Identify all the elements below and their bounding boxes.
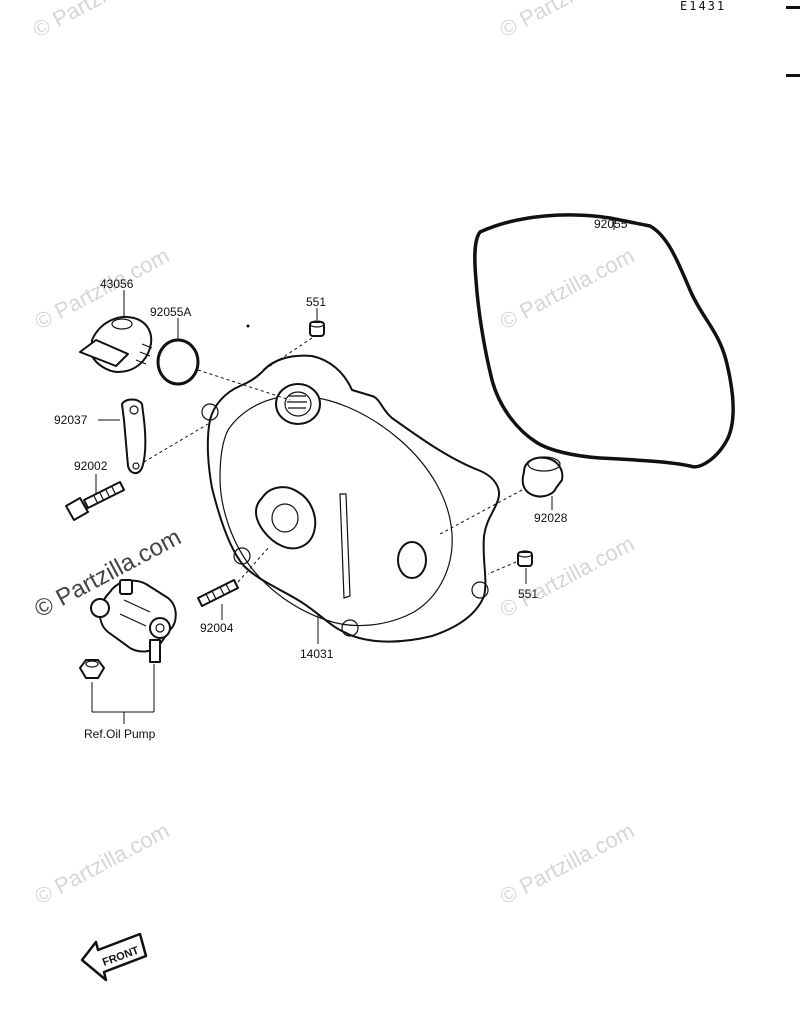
edge-mark [786, 6, 800, 9]
gasket-92055 [473, 213, 735, 469]
label-92004: 92004 [200, 621, 234, 635]
assembly-line [237, 545, 271, 583]
edge-mark [786, 74, 800, 77]
label-551-top: 551 [306, 295, 326, 309]
label-92028: 92028 [534, 511, 568, 525]
label-551-bottom: 551 [518, 587, 538, 601]
assembly-line [143, 423, 209, 463]
label-92055A: 92055A [150, 305, 191, 319]
assembly-line [263, 337, 313, 371]
label-92055: 92055 [594, 217, 628, 231]
watermark: © Partzilla.com [496, 531, 639, 623]
watermark: © Partzilla.com [496, 818, 639, 910]
label-92002: 92002 [74, 459, 108, 473]
diagram-code: E1431 [680, 0, 726, 13]
label-14031: 14031 [300, 647, 334, 661]
label-43056: 43056 [100, 277, 134, 291]
label-92037: 92037 [54, 413, 88, 427]
o-ring-92055A [156, 338, 200, 386]
assembly-line [487, 561, 517, 575]
bushing-92028 [521, 456, 564, 498]
clip-92037 [121, 398, 147, 474]
clutch-cover-14031 [201, 354, 500, 643]
assembly-line [197, 369, 291, 401]
speck [246, 324, 250, 328]
watermark: © Partzilla.com [496, 0, 639, 42]
front-arrow: FRONT [80, 932, 148, 982]
dowel-pin-551-top [309, 320, 325, 337]
label-ref-oil-pump: Ref.Oil Pump [84, 727, 156, 741]
oil-pump [90, 579, 177, 663]
bolt-92002 [65, 481, 125, 521]
watermark: © Partzilla.com [29, 0, 172, 42]
watermark: © Partzilla.com [496, 243, 639, 335]
reference-bracket [91, 664, 155, 724]
oil-filler-cap-43056 [79, 316, 153, 373]
watermark: © Partzilla.com [31, 818, 174, 910]
dowel-pin-551-bottom [517, 550, 533, 567]
stud-92004 [197, 579, 239, 607]
nut [79, 659, 105, 679]
